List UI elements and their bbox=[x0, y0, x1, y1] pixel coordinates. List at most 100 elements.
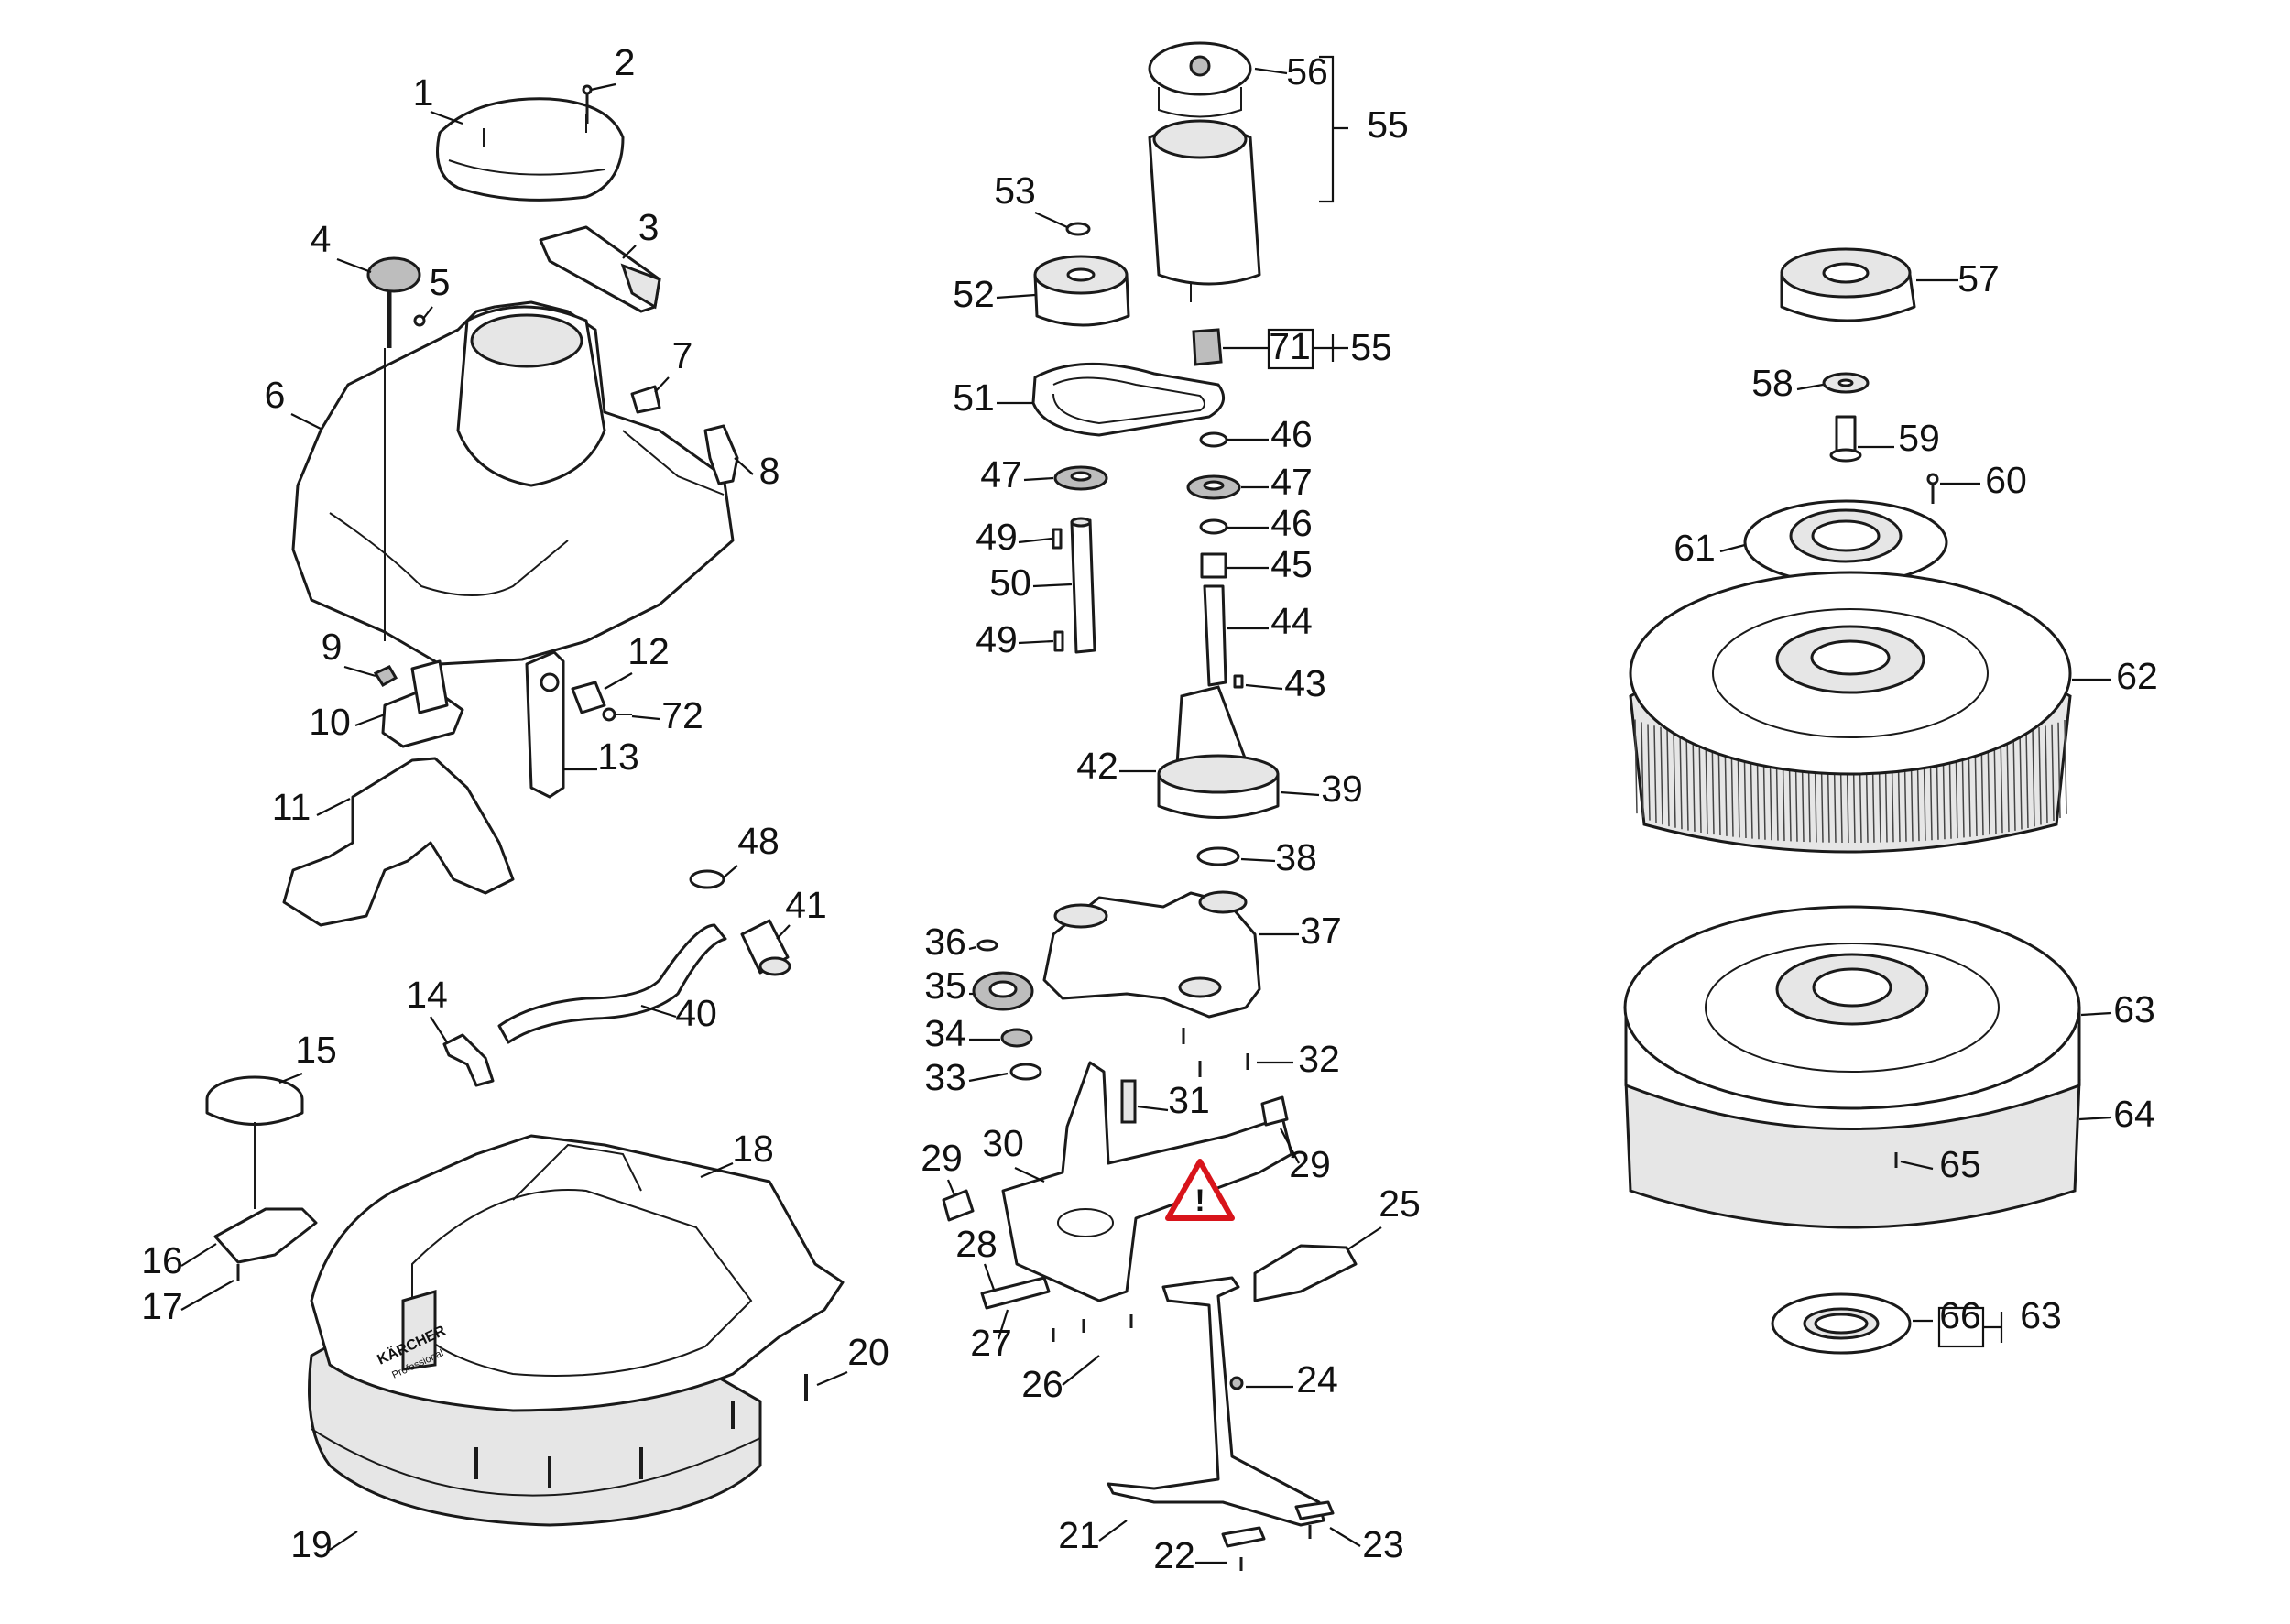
leader-56 bbox=[1254, 67, 1288, 75]
callout-23: 23 bbox=[1362, 1523, 1404, 1565]
leader-17 bbox=[180, 1280, 234, 1311]
part-bracket-25 bbox=[1253, 1244, 1358, 1302]
bristle bbox=[2019, 730, 2023, 830]
part-bolt-59 bbox=[1829, 415, 1862, 463]
part-key-49a bbox=[1052, 528, 1063, 550]
leader-19 bbox=[329, 1531, 358, 1551]
callout-35: 35 bbox=[924, 965, 966, 1007]
leader-29 bbox=[1280, 1128, 1300, 1164]
callout-51: 51 bbox=[953, 376, 995, 419]
callout-53: 53 bbox=[994, 169, 1036, 212]
part-bushing-29a bbox=[942, 1189, 975, 1222]
bristle bbox=[1660, 726, 1663, 825]
callout-31: 31 bbox=[1168, 1079, 1210, 1121]
part-key-43 bbox=[1233, 674, 1244, 689]
leader-7 bbox=[654, 376, 670, 393]
leader-50 bbox=[1032, 583, 1073, 588]
leader-11 bbox=[316, 798, 351, 816]
callout-2: 2 bbox=[615, 41, 636, 83]
part-switch-16 bbox=[213, 1207, 318, 1264]
part-circlip-33 bbox=[1009, 1063, 1042, 1081]
part-bearing-47b bbox=[1186, 474, 1241, 500]
bristle bbox=[2025, 729, 2029, 829]
part-pulley-52 bbox=[1033, 255, 1130, 327]
bristle bbox=[2064, 719, 2067, 814]
bristle bbox=[1641, 722, 1644, 818]
bristle bbox=[2045, 725, 2048, 823]
callout-16: 16 bbox=[141, 1239, 183, 1281]
callout-41: 41 bbox=[785, 884, 827, 926]
callout-10: 10 bbox=[309, 701, 351, 743]
callout-30: 30 bbox=[982, 1122, 1024, 1164]
callout-1: 1 bbox=[413, 71, 434, 114]
bristle bbox=[2000, 732, 2003, 834]
callout-56: 56 bbox=[1286, 50, 1328, 93]
leader-3 bbox=[622, 245, 637, 259]
part-lid bbox=[539, 225, 661, 313]
leader-16 bbox=[180, 1243, 217, 1267]
leader-49 bbox=[1018, 639, 1054, 645]
part-motor-55 bbox=[1148, 119, 1261, 302]
part-ring-48 bbox=[689, 869, 725, 889]
leader-5 bbox=[422, 306, 433, 320]
callout-11: 11 bbox=[272, 786, 311, 828]
leader-40 bbox=[640, 1004, 677, 1019]
leader-4 bbox=[336, 257, 372, 274]
callout-26: 26 bbox=[1021, 1363, 1063, 1405]
part-circlip-38 bbox=[1196, 846, 1240, 866]
part-spacer-45 bbox=[1200, 552, 1227, 579]
part-spacer-34 bbox=[1000, 1028, 1033, 1048]
leader-65 bbox=[1900, 1160, 1934, 1171]
callout-42: 42 bbox=[1076, 745, 1118, 787]
callout-17: 17 bbox=[141, 1285, 183, 1327]
leader-39 bbox=[1280, 790, 1320, 797]
callout-39: 39 bbox=[1321, 768, 1363, 810]
part-knob bbox=[366, 256, 421, 348]
callout-49: 49 bbox=[976, 516, 1018, 558]
part-pad-holder-63 bbox=[1623, 905, 2081, 1130]
part-gearbox-37 bbox=[1042, 890, 1261, 1019]
callout-15: 15 bbox=[295, 1029, 337, 1071]
callout-62: 62 bbox=[2116, 655, 2158, 697]
leader-21 bbox=[1098, 1520, 1128, 1542]
part-spring-31 bbox=[1120, 1079, 1137, 1124]
leader-27 bbox=[997, 1309, 1009, 1340]
callout-36: 36 bbox=[924, 921, 966, 963]
callout-61: 61 bbox=[1674, 527, 1716, 569]
leader-28 bbox=[983, 1263, 996, 1291]
callout-13: 13 bbox=[597, 736, 639, 778]
callout-32: 32 bbox=[1298, 1038, 1340, 1080]
part-hose-40 bbox=[497, 923, 727, 1044]
callout-47: 47 bbox=[980, 453, 1022, 496]
part-fan-56 bbox=[1148, 41, 1252, 118]
part-frame-30 bbox=[1001, 1061, 1293, 1302]
leader-43 bbox=[1245, 683, 1283, 691]
callout-44: 44 bbox=[1270, 600, 1313, 642]
leader-30 bbox=[1014, 1167, 1045, 1183]
leader-20 bbox=[816, 1370, 848, 1387]
part-ring-66 bbox=[1771, 1292, 1912, 1355]
bristle bbox=[2038, 726, 2042, 825]
part-pulley-39 bbox=[1157, 754, 1280, 819]
callout-65: 65 bbox=[1939, 1143, 1981, 1185]
part-fitting-41 bbox=[740, 919, 791, 976]
bristle bbox=[1679, 730, 1683, 830]
bristle bbox=[1634, 719, 1638, 814]
callout-64: 64 bbox=[2113, 1093, 2155, 1135]
part-clamp-23 bbox=[1294, 1500, 1335, 1539]
bristle bbox=[2032, 728, 2035, 827]
leader-lines bbox=[180, 55, 2112, 1564]
part-screw-72 bbox=[602, 707, 632, 722]
leader-25 bbox=[1346, 1226, 1382, 1251]
bristle bbox=[1666, 727, 1670, 827]
leader-12 bbox=[604, 672, 633, 690]
part-base-deck: KÄRCHER Professional bbox=[310, 1134, 845, 1488]
part-clip-7 bbox=[630, 385, 661, 414]
part-pinion-71 bbox=[1192, 328, 1223, 366]
part-screws-26 bbox=[1052, 1314, 1133, 1342]
callout-29: 29 bbox=[1289, 1143, 1331, 1185]
leader-38 bbox=[1240, 857, 1276, 863]
leader-48 bbox=[723, 865, 738, 878]
